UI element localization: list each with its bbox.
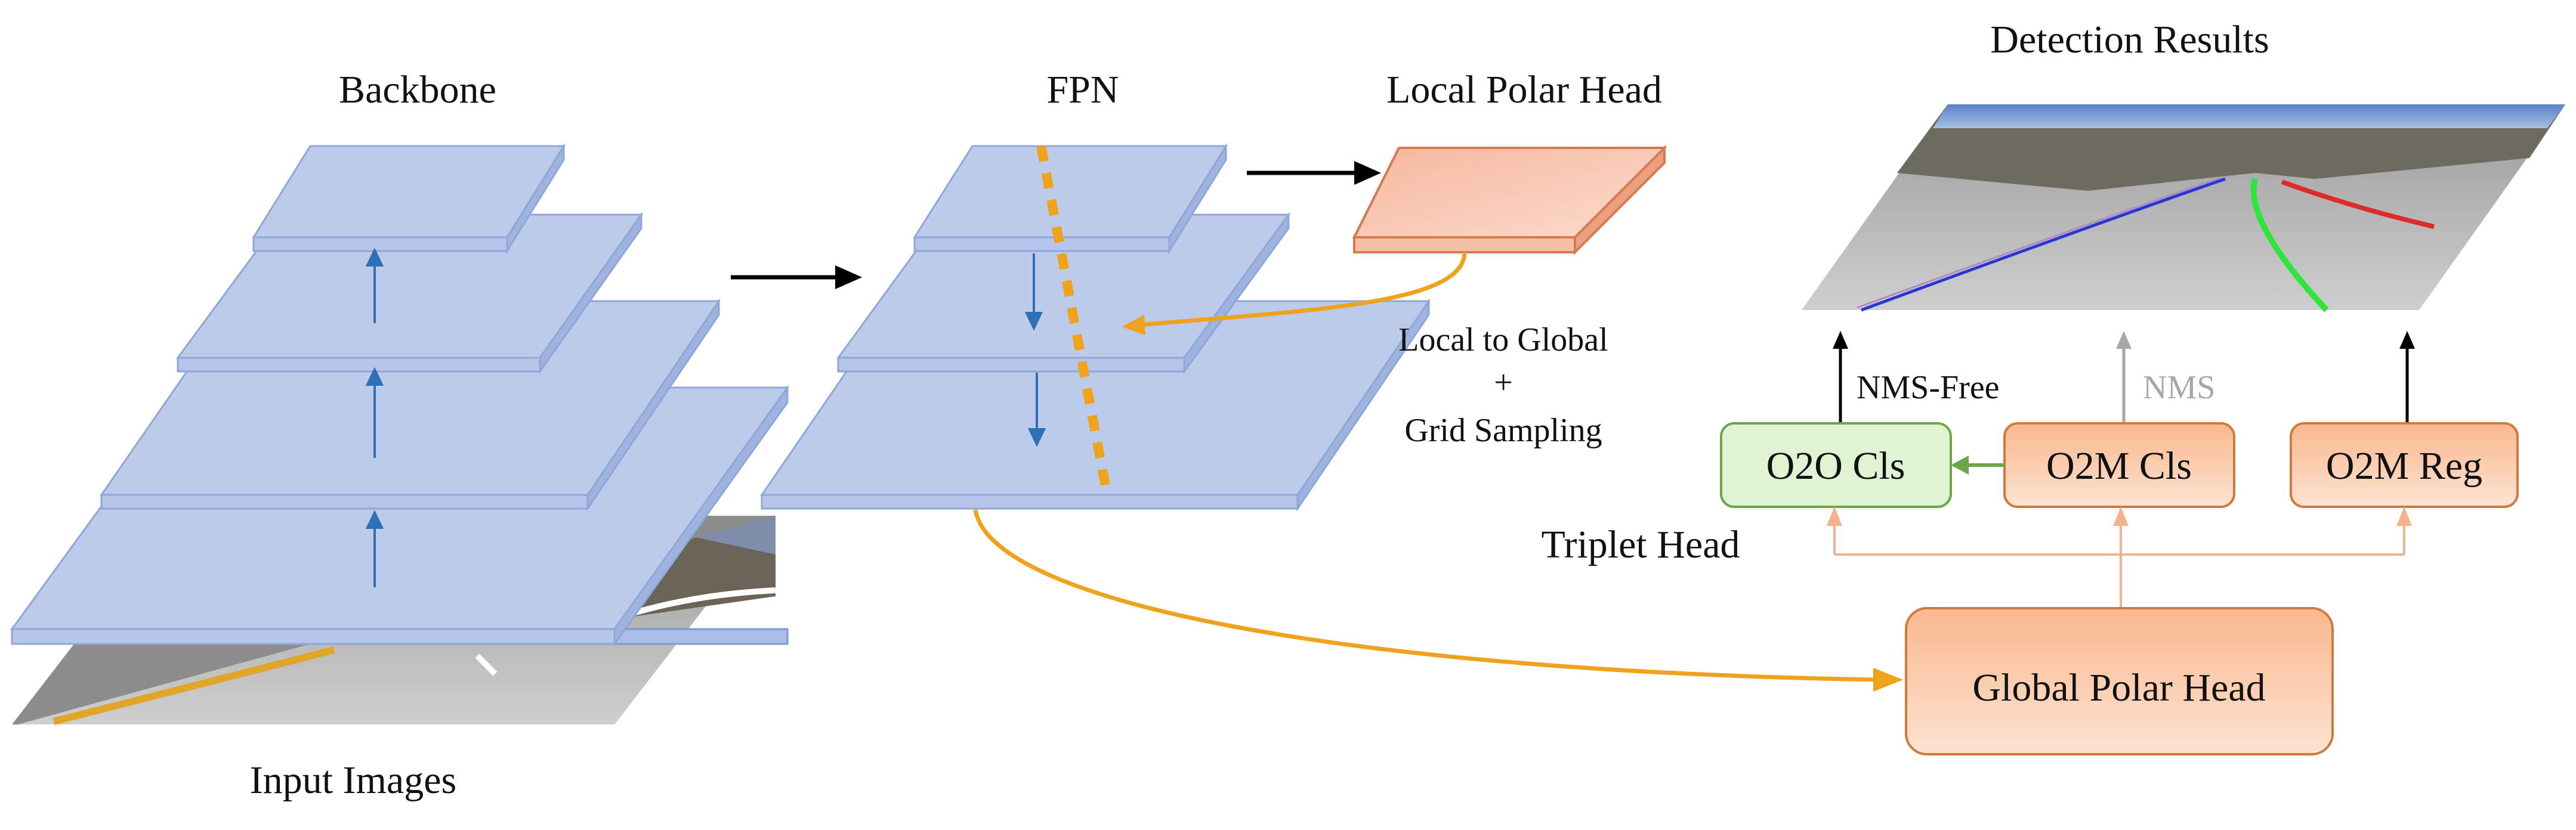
- red-lane: [2281, 179, 2435, 229]
- fpn-label: FPN: [1046, 68, 1119, 112]
- o2o-cls-box: O2O Cls: [1720, 422, 1952, 508]
- o2o-cls-label: O2O Cls: [1766, 444, 1905, 488]
- fpn-dashed-lane: [1036, 145, 1111, 493]
- nms-free-label: NMS-Free: [1857, 369, 2000, 406]
- output-arrows: [1833, 331, 2415, 423]
- local-polar-head-block: [1352, 145, 1667, 255]
- backbone-to-fpn-arrow: [731, 265, 862, 289]
- detection-results-label: Detection Results: [1990, 18, 2269, 61]
- local-polar-head-label: Local Polar Head: [1386, 68, 1662, 112]
- triplet-head-label: Triplet Head: [1541, 523, 1740, 566]
- detection-result-image: [1802, 104, 2565, 312]
- plus-label: +: [1494, 364, 1513, 401]
- backbone-up-arrows: [365, 247, 384, 587]
- blue-lane: [1861, 177, 2226, 312]
- o2m-cls-box: O2M Cls: [2003, 422, 2235, 508]
- global-polar-head-box: Global Polar Head: [1905, 607, 2334, 755]
- fpn-to-global-head-curve: [973, 509, 1903, 692]
- local-to-global-curve: [1122, 252, 1467, 335]
- o2m-reg-label: O2M Reg: [2326, 444, 2482, 488]
- backbone-stack: [10, 143, 789, 647]
- o2m-reg-box: O2M Reg: [2290, 422, 2519, 508]
- o2m-cls-label: O2M Cls: [2046, 444, 2192, 488]
- triplet-connectors: [1827, 506, 2412, 608]
- grid-sampling-label: Grid Sampling: [1404, 412, 1602, 449]
- backbone-layer-1: [252, 143, 566, 255]
- local-to-global-label: Local to Global: [1398, 321, 1608, 358]
- fpn-layer-1: [913, 143, 1228, 255]
- global-polar-head-label: Global Polar Head: [1972, 666, 2265, 710]
- backbone-label: Backbone: [339, 68, 496, 112]
- nms-label: NMS: [2143, 369, 2215, 406]
- o2m-to-o2o-arrow: [1951, 456, 2004, 475]
- input-images-label: Input Images: [250, 758, 456, 802]
- yellow-lane-line: [52, 646, 335, 725]
- green-lane: [2250, 178, 2329, 312]
- fpn-stack: [760, 143, 1431, 512]
- fpn-down-arrows: [1024, 253, 1046, 447]
- fpn-to-local-head-arrow: [1247, 161, 1381, 185]
